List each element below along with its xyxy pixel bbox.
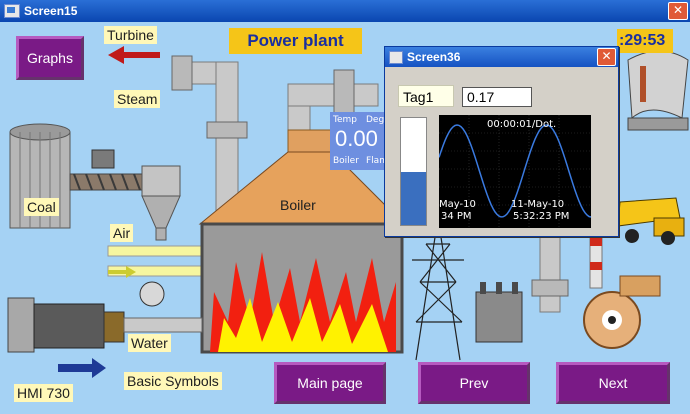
transmission-tower-icon (408, 217, 468, 361)
tag-level-bar (400, 117, 427, 226)
boiler-label: Boiler (280, 197, 316, 213)
steam-label: Steam (114, 90, 161, 108)
popup-title: Screen36 (407, 50, 461, 64)
trend-left-time: 34 PM (441, 211, 472, 222)
screen36-popup[interactable]: Screen36 ✕ Tag1 0.17 00:00:01/Dot. May-1… (384, 46, 619, 237)
temp-value: 0.00 (335, 126, 378, 151)
graphs-button[interactable]: Graphs (16, 36, 84, 80)
flame-sub-label: Flam (366, 156, 388, 166)
tag-value-field[interactable]: 0.17 (462, 87, 532, 107)
tag-label: Tag1 (398, 85, 454, 107)
temp-label: Temp (333, 115, 357, 125)
next-button[interactable]: Next (556, 362, 670, 404)
air-label: Air (110, 224, 134, 242)
basic-symbols-label: Basic Symbols (124, 372, 222, 390)
app-icon (4, 4, 20, 18)
boiler-icon (198, 129, 406, 354)
cooling-tower-icon (627, 50, 689, 131)
window-title: Screen15 (24, 4, 78, 18)
popup-title-bar[interactable]: Screen36 ✕ (385, 47, 618, 67)
dump-truck-icon (617, 197, 685, 245)
trend-graph: 00:00:01/Dot. May-10 34 PM 11-May-10 5:3… (438, 115, 592, 228)
hmi-canvas: Temp Deg 0.00 Boiler Flam Graphs Power p… (0, 22, 690, 414)
water-label: Water (128, 334, 171, 352)
air-hopper-icon (141, 165, 181, 241)
tag-level-fill (401, 171, 426, 225)
page-title: Power plant (229, 28, 362, 54)
boiler-data-panel: Temp Deg 0.00 Boiler Flam (330, 112, 390, 170)
water-flow-arrow-icon (58, 358, 106, 378)
air-pipe (107, 245, 205, 278)
window-title-bar[interactable]: Screen15 ✕ (0, 0, 690, 22)
boiler-sub-label: Boiler (333, 156, 359, 166)
trend-right-date: 11-May-10 (511, 199, 565, 210)
deg-label: Deg (366, 115, 385, 125)
coal-screw-icon (69, 149, 151, 191)
trend-interval-label: 00:00:01/Dot. (487, 119, 557, 130)
main-page-button[interactable]: Main page (274, 362, 386, 404)
turbine-label: Turbine (104, 26, 157, 44)
close-button[interactable]: ✕ (668, 2, 688, 20)
hmi-model-label: HMI 730 (14, 384, 73, 402)
trend-plot (438, 115, 592, 228)
trend-series-line (438, 124, 592, 218)
trend-left-date: May-10 (439, 199, 476, 210)
water-pump-icon (7, 281, 203, 353)
prev-button[interactable]: Prev (418, 362, 530, 404)
clock-display: :29:53 (617, 29, 673, 53)
turbine-flow-arrow-icon (108, 46, 160, 64)
popup-close-button[interactable]: ✕ (597, 48, 616, 66)
transformer-icon (475, 282, 523, 343)
coal-label: Coal (24, 198, 59, 216)
popup-app-icon (389, 50, 403, 64)
trend-right-time: 5:32:23 PM (513, 211, 570, 222)
exhaust-fan-icon (583, 275, 661, 349)
